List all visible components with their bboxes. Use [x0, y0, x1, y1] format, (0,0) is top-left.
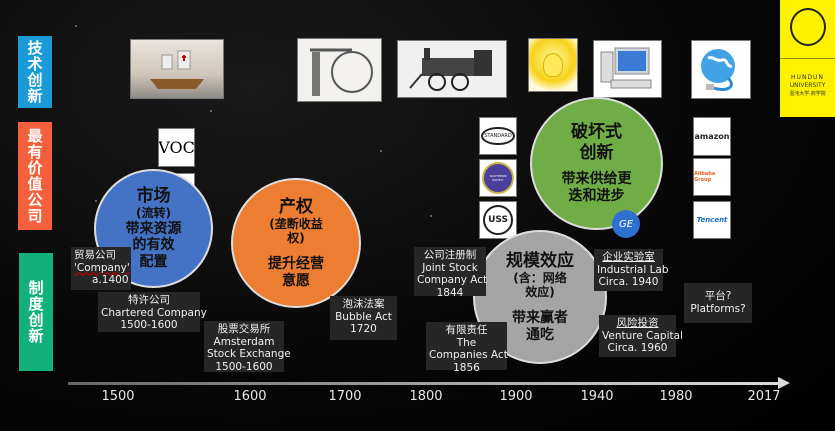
row-label-tech-innovation: 技术创新	[18, 36, 52, 108]
southern-pacific-logo: SOUTHERN PACIFIC	[479, 159, 517, 197]
timeline-tick: 1980	[659, 389, 693, 404]
timeline-tick: 1600	[233, 389, 267, 404]
event-cn: 平台?	[704, 290, 732, 302]
logo-text: HUNDUN	[791, 74, 824, 81]
event-date: 1500-1600	[215, 360, 273, 373]
timeline-tick: 1940	[580, 389, 614, 404]
event-companies-act: 有限责任 The Companies Act 1856	[426, 322, 508, 374]
circle-body: 提升经营	[268, 255, 324, 272]
computer-image	[593, 40, 662, 98]
locomotive-image	[397, 40, 507, 98]
event-cn: 股票交易所	[217, 323, 271, 335]
event-date: 1720	[350, 323, 377, 335]
circle-body: 带来资源	[125, 220, 182, 237]
event-stock-exchange: 股票交易所 Amsterdam Stock Exchange 1500-1600	[204, 321, 291, 373]
ship-image	[130, 39, 224, 99]
event-bubble-act: 泡沫法案 Bubble Act 1720	[330, 296, 397, 340]
circle-subtitle: (流转)	[136, 206, 171, 221]
event-date: a.1400	[92, 274, 129, 286]
circle-body: 通吃	[526, 326, 554, 343]
event-en: Stock Exchange	[207, 348, 291, 360]
circle-body: 迭和进步	[568, 187, 625, 204]
timeline-tick: 1700	[328, 389, 362, 404]
alibaba-logo: Alibaba Group	[693, 158, 731, 196]
circle-disruptive-innovation: 破坏式 创新 带来供给更 迭和进步	[530, 97, 663, 230]
circle-title: 产权	[279, 196, 313, 217]
event-cn: 风险投资	[616, 317, 659, 329]
event-en: Industrial Lab	[597, 263, 669, 276]
logo-circle-icon	[790, 8, 826, 46]
internet-globe-image	[691, 40, 751, 99]
circle-body: 的有效	[132, 237, 175, 254]
circle-title: 创新	[579, 142, 614, 163]
event-venture-capital: 风险投资 Venture Capital Circa. 1960	[599, 315, 683, 357]
event-cn: 贸易公司	[74, 249, 116, 261]
event-date: 1856	[453, 361, 480, 374]
hundun-logo: HUNDUN UNIVERSITY 混沌大学·商学院	[780, 0, 835, 117]
event-en: Companies Act	[429, 349, 508, 361]
tencent-logo: Tencent	[693, 201, 731, 239]
event-en: 'Company'	[74, 261, 130, 274]
circle-subtitle: 效应)	[525, 285, 555, 300]
ge-logo: GE	[612, 210, 640, 238]
timeline-tick: 1800	[409, 389, 443, 404]
event-cn: 企业实验室	[602, 251, 655, 263]
row-label-valuable-companies: 最有价值公司	[18, 122, 52, 230]
event-cn: 公司注册制	[423, 249, 477, 261]
circle-property-rights: 产权 (垄断收益 权) 提升经营 意愿	[231, 178, 361, 308]
event-en: Company Act	[417, 274, 488, 286]
circle-body: 配置	[139, 254, 168, 271]
circle-title: 市场	[136, 185, 171, 206]
logo-text: UNIVERSITY	[789, 82, 826, 89]
circle-body: 意愿	[282, 272, 310, 289]
standard-logo-text: STANDARD	[481, 127, 515, 145]
event-cn: 特许公司	[128, 294, 170, 306]
event-platforms: 平台? Platforms?	[684, 283, 752, 323]
event-joint-stock-act: 公司注册制 Joint Stock Company Act 1844	[414, 247, 488, 299]
event-date: 1500-1600	[120, 319, 178, 331]
event-chartered-company: 特许公司 Chartered Company 1500-1600	[98, 292, 207, 332]
row-label-institutional-innovation: 制度创新	[19, 253, 53, 371]
amazon-logo: amazon	[693, 117, 731, 156]
event-industrial-lab: 企业实验室 Industrial Lab Circa. 1940	[594, 249, 669, 291]
event-en: Bubble Act	[335, 310, 392, 323]
event-en: Platforms?	[690, 302, 746, 315]
event-date: Circa. 1940	[598, 276, 659, 288]
voc-logo: VOC	[158, 128, 195, 167]
timeline-tick: 1900	[499, 389, 533, 404]
standard-oil-logo: STANDARD	[479, 117, 517, 155]
circle-subtitle: (含：网络	[513, 271, 567, 285]
event-cn: 泡沫法案	[342, 298, 385, 310]
circle-subtitle: (垄断收益	[269, 217, 323, 231]
event-date: Circa. 1960	[607, 342, 668, 354]
southern-pacific-logo-text: SOUTHERN PACIFIC	[482, 162, 514, 194]
uss-logo: USS	[479, 201, 517, 239]
event-en: Amsterdam	[213, 335, 275, 348]
event-en: Joint Stock	[422, 261, 478, 274]
logo-text: 混沌大学·商学院	[789, 91, 826, 97]
circle-title: 规模效应	[506, 250, 574, 271]
uss-logo-text: USS	[483, 205, 513, 235]
event-en: Venture Capital	[602, 329, 683, 342]
timeline-axis	[68, 382, 780, 385]
event-en: The	[456, 336, 477, 349]
light-bulb-image	[528, 38, 578, 92]
circle-body: 带来赢者	[512, 309, 568, 326]
circle-body: 带来供给更	[561, 171, 632, 188]
circle-title: 破坏式	[571, 122, 622, 143]
event-en: Chartered Company	[101, 306, 207, 319]
circle-subtitle: 权)	[287, 231, 305, 246]
timeline-tick: 2017	[747, 389, 781, 404]
steam-engine-image	[297, 38, 382, 102]
event-trading-company: 贸易公司 'Company' a.1400	[71, 247, 131, 290]
event-date: 1844	[436, 286, 464, 299]
event-cn: 有限责任	[445, 324, 488, 336]
timeline-tick: 1500	[101, 389, 135, 404]
timeline-arrow-icon	[778, 377, 790, 389]
